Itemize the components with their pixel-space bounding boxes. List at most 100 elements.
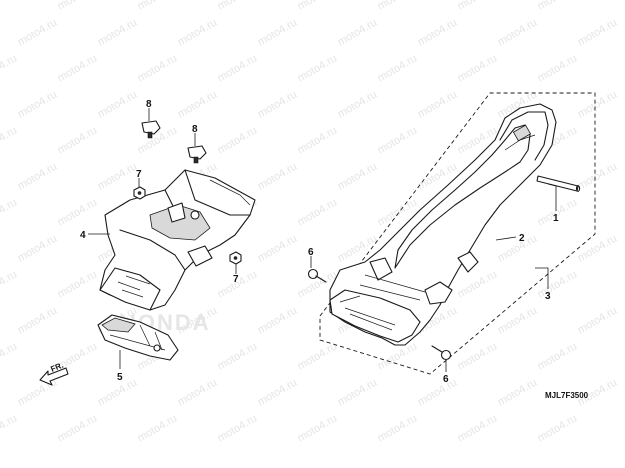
watermark-text: moto4.ru — [576, 304, 620, 336]
watermark-text: moto4.ru — [56, 52, 100, 84]
watermark-text: moto4.ru — [296, 340, 340, 372]
watermark-text: moto4.ru — [56, 0, 100, 13]
watermark-text: moto4.ru — [496, 232, 540, 264]
callout-4: 4 — [80, 230, 86, 241]
clip-stem — [147, 131, 153, 139]
watermark-text: moto4.ru — [336, 160, 380, 192]
watermark-text: moto4.ru — [536, 412, 580, 444]
watermark-text: moto4.ru — [0, 340, 19, 372]
watermark-text: moto4.ru — [56, 268, 100, 300]
watermark-text: moto4.ru — [16, 376, 60, 408]
watermark-text: moto4.ru — [56, 196, 100, 228]
watermark-text: moto4.ru — [16, 16, 60, 48]
bolt-shank — [431, 345, 443, 353]
watermark-layer: moto4.ru moto4.ru moto4.ru moto4.ru moto4.ru… — [0, 0, 619, 445]
watermark-text: moto4.ru — [16, 160, 60, 192]
watermark-text: moto4.ru — [376, 124, 420, 156]
clip-head — [187, 145, 207, 160]
rod-body — [536, 175, 579, 192]
watermark-text: moto4.ru — [216, 412, 260, 444]
watermark-text: moto4.ru — [536, 340, 580, 372]
clip-8a — [141, 120, 161, 139]
watermark-text: moto4.ru — [256, 304, 300, 336]
part-rear-inner-fender — [329, 103, 557, 346]
watermark-text: moto4.ru — [0, 412, 19, 444]
watermark-text: moto4.ru — [536, 0, 580, 13]
watermark-text: moto4.ru — [456, 340, 500, 372]
watermark-text: moto4.ru — [0, 52, 19, 84]
tail-light-mount — [512, 124, 532, 142]
watermark-text: moto4.ru — [176, 376, 220, 408]
watermark-text: moto4.ru — [536, 52, 580, 84]
watermark-text: moto4.ru — [576, 232, 620, 264]
watermark-text: moto4.ru — [16, 304, 60, 336]
cover-tab — [167, 202, 186, 223]
watermark-text: moto4.ru — [216, 340, 260, 372]
fender-bracket-right — [424, 281, 453, 305]
watermark-text: moto4.ru — [376, 0, 420, 13]
callout-6b: 6 — [443, 374, 449, 385]
cover-clip — [187, 245, 213, 267]
watermark-text: moto4.ru — [336, 88, 380, 120]
watermark-text: moto4.ru — [0, 0, 19, 13]
watermark-text: moto4.ru — [536, 268, 580, 300]
tail-rib — [504, 134, 536, 151]
watermark-text: moto4.ru — [456, 0, 500, 13]
diagram-code: MJL7F3500 — [545, 391, 589, 400]
callout-8b: 8 — [192, 124, 198, 135]
leader-1 — [547, 183, 557, 211]
nut-7b — [229, 251, 242, 265]
watermark-text: moto4.ru — [96, 16, 140, 48]
watermark-text: moto4.ru — [296, 412, 340, 444]
direction-indicator: FR. — [39, 361, 69, 386]
cover-base-plate — [99, 267, 161, 311]
watermark-text: moto4.ru — [416, 376, 460, 408]
watermark-text: moto4.ru — [376, 52, 420, 84]
watermark-text: moto4.ru — [256, 16, 300, 48]
watermark-text: moto4.ru — [336, 16, 380, 48]
part-lower-cover — [97, 314, 179, 361]
bolt-shank — [315, 275, 327, 283]
watermark-text: moto4.ru — [576, 160, 620, 192]
watermark-text: moto4.ru — [456, 52, 500, 84]
callout-7a: 7 — [136, 169, 142, 180]
watermark-text: moto4.ru — [176, 88, 220, 120]
watermark-text: moto4.ru — [96, 160, 140, 192]
tray-ribs — [339, 295, 396, 331]
bolt-6b — [431, 345, 452, 361]
lower-cover-shaded — [101, 317, 136, 333]
lower-cover-hole — [153, 344, 161, 352]
watermark-text: moto4.ru — [256, 160, 300, 192]
leader-3 — [535, 267, 549, 289]
arrow-left-icon — [39, 367, 69, 386]
watermark-text: moto4.ru — [176, 16, 220, 48]
fender-bracket-mid — [457, 251, 479, 273]
watermark-text: moto4.ru — [296, 52, 340, 84]
watermark-text: moto4.ru — [216, 52, 260, 84]
callout-1: 1 — [553, 213, 559, 224]
assembly-group-box — [319, 92, 596, 375]
watermark-text: moto4.ru — [216, 124, 260, 156]
fender-outer-shell — [329, 103, 557, 346]
bolt-6a — [307, 268, 327, 283]
watermark-text: moto4.ru — [136, 52, 180, 84]
watermark-text: moto4.ru — [496, 376, 540, 408]
watermark-text: moto4.ru — [256, 88, 300, 120]
watermark-text: moto4.ru — [256, 232, 300, 264]
watermark-text: moto4.ru — [136, 0, 180, 13]
watermark-text: moto4.ru — [456, 268, 500, 300]
callout-2: 2 — [519, 233, 525, 244]
clip-stem — [193, 156, 199, 164]
fender-tail-rim — [499, 111, 549, 161]
bolt-head — [307, 268, 319, 280]
callout-8a: 8 — [146, 99, 152, 110]
watermark-text: moto4.ru — [56, 124, 100, 156]
watermark-text: moto4.ru — [0, 196, 19, 228]
cover-base-ribs — [117, 275, 151, 298]
watermark-text: moto4.ru — [96, 88, 140, 120]
nut-bore — [233, 256, 238, 260]
bolt-head — [440, 349, 452, 361]
fender-inner-opening — [394, 124, 531, 269]
part-inner-cover — [99, 169, 256, 311]
